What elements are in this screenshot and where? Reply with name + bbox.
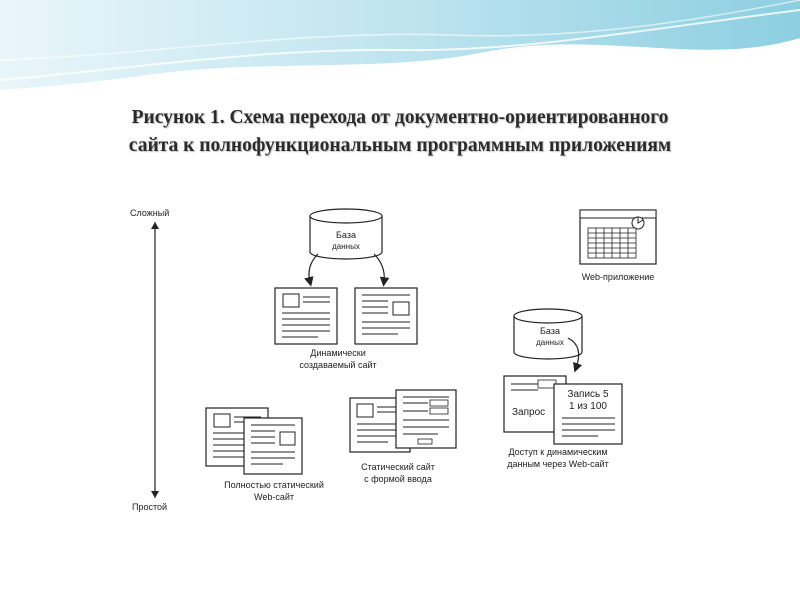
dynamic-page-right	[354, 287, 418, 345]
db1-label-line1: База	[336, 230, 356, 240]
access-caption-line1: Доступ к динамическим	[508, 447, 607, 457]
dynamic-site-caption-line2: создаваемый сайт	[299, 360, 376, 370]
db1-label-line2: данных	[332, 242, 360, 251]
web-application-caption: Web-приложение	[582, 272, 655, 282]
header-wave-decoration	[0, 0, 800, 94]
database-icon-right: База данных	[513, 308, 583, 360]
complexity-axis: Сложный Простой	[130, 208, 169, 512]
axis-arrow-up-icon	[151, 222, 159, 229]
form-site-caption-line2: с формой ввода	[364, 474, 432, 484]
arrow-db-to-page-right	[373, 253, 390, 287]
title-line-1: Рисунок 1. Схема перехода от документно-…	[131, 107, 669, 128]
title-line-2: сайта к полнофункциональным программным …	[128, 135, 672, 156]
static-site-caption-line1: Полностью статический	[224, 480, 324, 490]
form-site-caption-line1: Статический сайт	[361, 462, 435, 472]
db2-label-line2: данных	[536, 338, 564, 347]
access-caption-line2: данным через Web-сайт	[507, 459, 608, 469]
evolution-diagram: Сложный Простой База данных Динамиче	[118, 196, 684, 522]
axis-arrow-down-icon	[151, 491, 159, 498]
record-page: Запись 5 1 из 100	[553, 383, 623, 445]
dynamic-site-caption-line1: Динамически	[310, 348, 365, 358]
query-label: Запрос	[512, 407, 545, 418]
dynamic-page-left	[274, 287, 338, 345]
db2-label-line1: База	[540, 326, 560, 336]
web-application-icon	[579, 209, 657, 265]
static-site-caption-line2: Web-сайт	[254, 492, 294, 502]
arrow-db-to-record	[567, 337, 583, 373]
form-site-page-front	[395, 389, 457, 449]
database-icon-top: База данных	[309, 208, 383, 260]
axis-label-simple: Простой	[132, 502, 167, 512]
slide-title: Рисунок 1. Схема перехода от документно-…	[40, 104, 760, 160]
arrow-db-to-page-left	[304, 253, 319, 287]
record-label-line2: 1 из 100	[569, 401, 607, 412]
record-label-line1: Запись 5	[567, 389, 609, 400]
static-page-front	[243, 417, 303, 475]
axis-label-complex: Сложный	[130, 208, 169, 218]
